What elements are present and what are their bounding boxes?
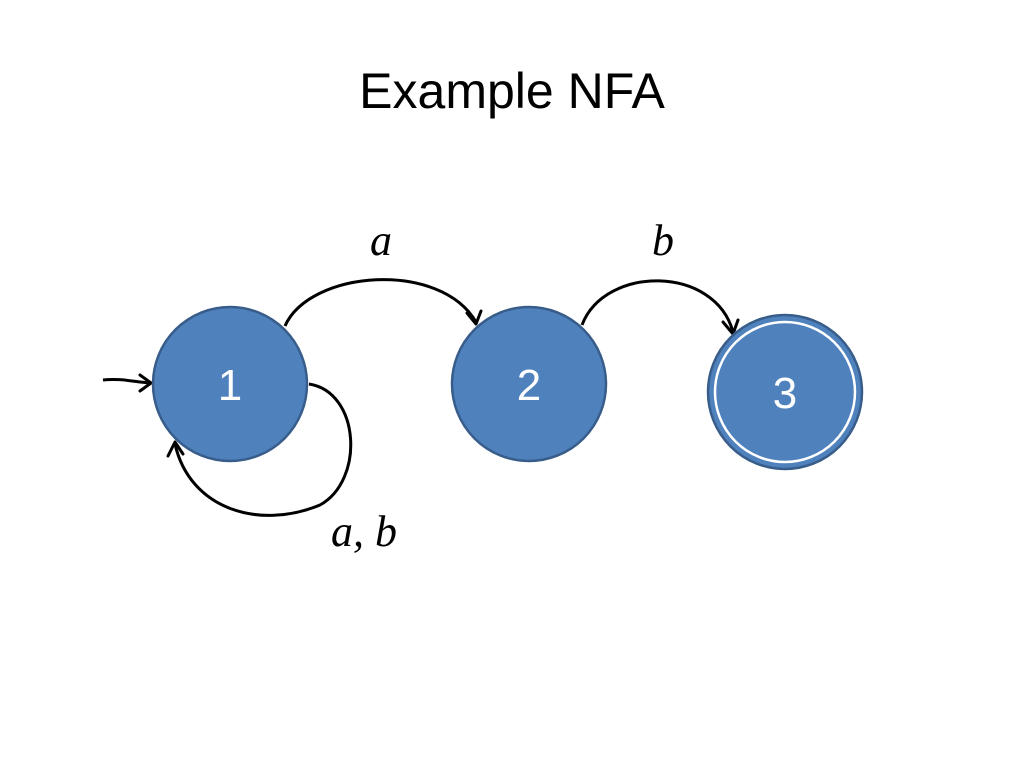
state-label-2: 2 [517,361,541,410]
state-3-accepting: 3 [706,313,864,471]
transition-label-a: a [370,216,392,265]
transition-1-self-loop: a, b [166,382,397,556]
state-label-1: 1 [218,361,242,410]
transition-2-to-3: b [580,216,740,336]
transition-1-to-2: a [283,216,483,327]
state-2: 2 [450,305,608,463]
state-1: 1 [151,305,309,463]
start-arrow [102,373,153,393]
transition-label-a-b: a, b [331,507,397,556]
transition-label-b: b [652,216,674,265]
state-label-3: 3 [773,369,797,418]
accept-ring [713,320,857,464]
slide-title: Example NFA [359,63,665,119]
